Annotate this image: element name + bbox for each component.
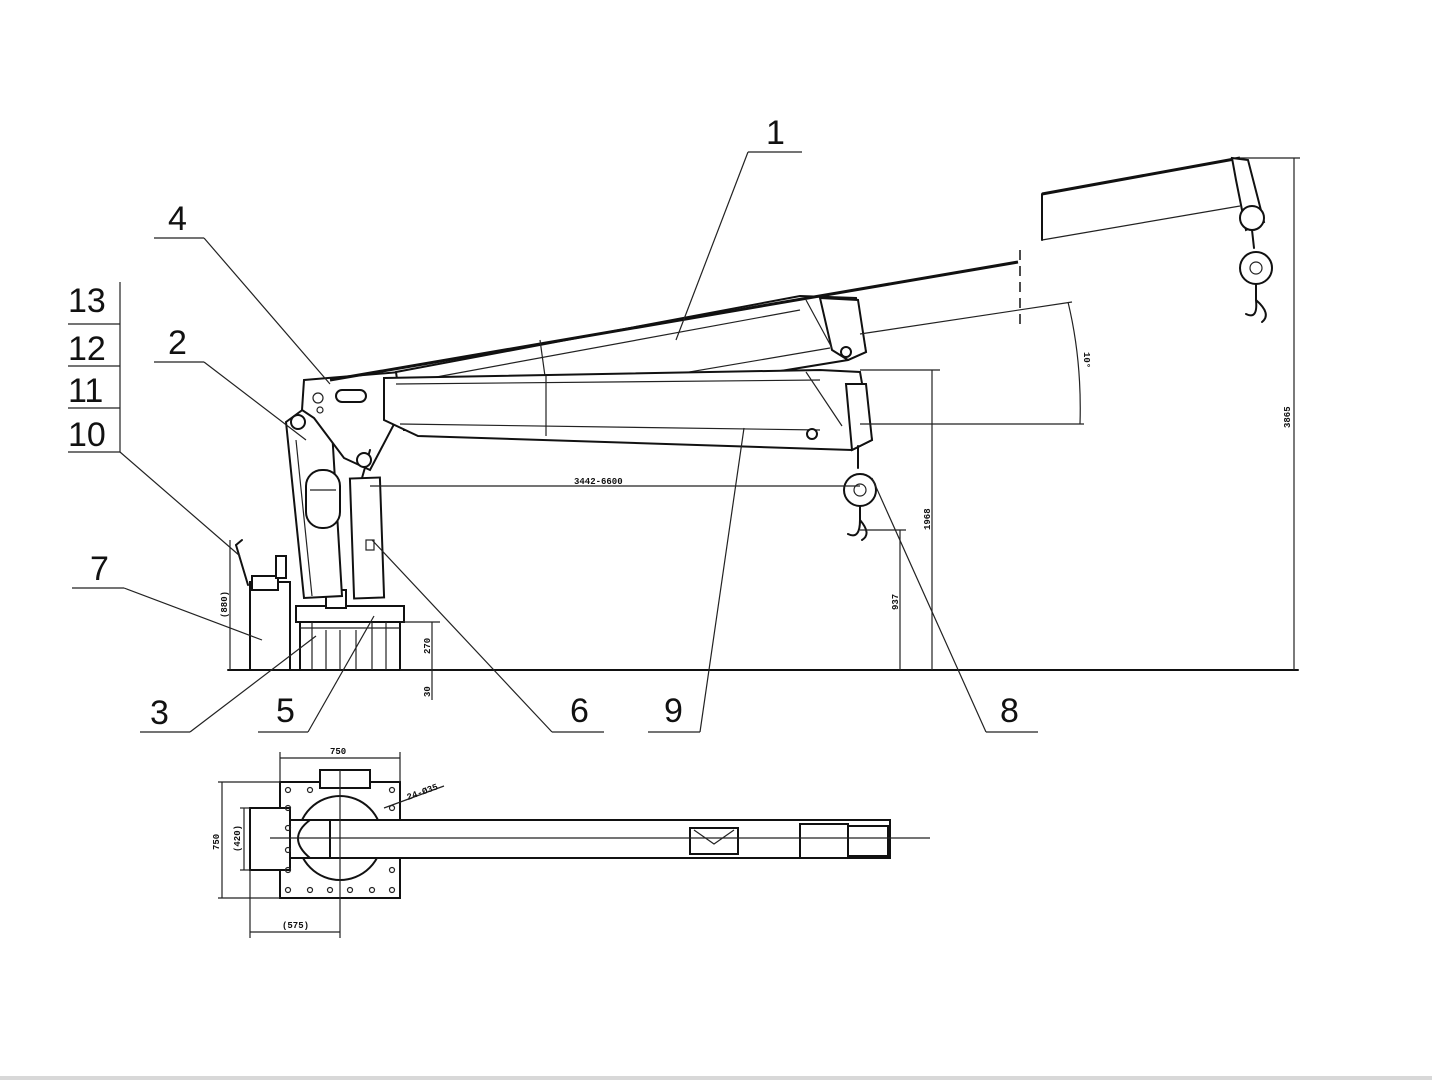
dim-height-hook: 937 <box>891 594 901 610</box>
callout-10: 10 <box>68 416 106 454</box>
dim-plan-depth: 750 <box>212 834 222 850</box>
dim-reach: 3442-6600 <box>574 477 623 487</box>
bottom-edge <box>0 1076 1432 1080</box>
dim-base-270: 270 <box>423 638 433 654</box>
callout-12: 12 <box>68 330 106 368</box>
angle-indicator <box>859 301 1084 425</box>
callout-13: 13 <box>68 282 106 320</box>
dim-height-total: 3865 <box>1283 406 1293 428</box>
leader-lines <box>68 151 1038 733</box>
luffing-cylinder <box>348 449 386 600</box>
dim-angle: 10° <box>1081 352 1091 368</box>
callout-8: 8 <box>1000 692 1019 730</box>
callout-9: 9 <box>664 692 683 730</box>
callout-5: 5 <box>276 692 295 730</box>
hook-lowered <box>843 445 877 541</box>
callout-1: 1 <box>766 114 785 152</box>
dim-plan-width: 750 <box>330 747 346 757</box>
callout-7: 7 <box>90 550 109 588</box>
dimension-lines <box>370 157 1300 700</box>
crane-column <box>284 398 344 600</box>
callout-3: 3 <box>150 694 169 732</box>
callout-11: 11 <box>68 372 103 410</box>
dim-plan-inner: (420) <box>233 825 243 852</box>
dim-box-height: (880) <box>220 591 230 618</box>
plan-view <box>218 752 930 938</box>
callout-4: 4 <box>168 200 187 238</box>
dim-base-30: 30 <box>423 686 433 697</box>
boom-lowered <box>383 368 874 452</box>
dim-height-mid: 1968 <box>923 508 933 530</box>
control-box <box>229 539 291 671</box>
callout-2: 2 <box>168 324 187 362</box>
dim-plan-offset: (575) <box>282 921 309 931</box>
callout-6: 6 <box>570 692 589 730</box>
boom-extension-end <box>1019 156 1273 330</box>
dim-bolts: 24-Ø35 <box>406 782 440 802</box>
